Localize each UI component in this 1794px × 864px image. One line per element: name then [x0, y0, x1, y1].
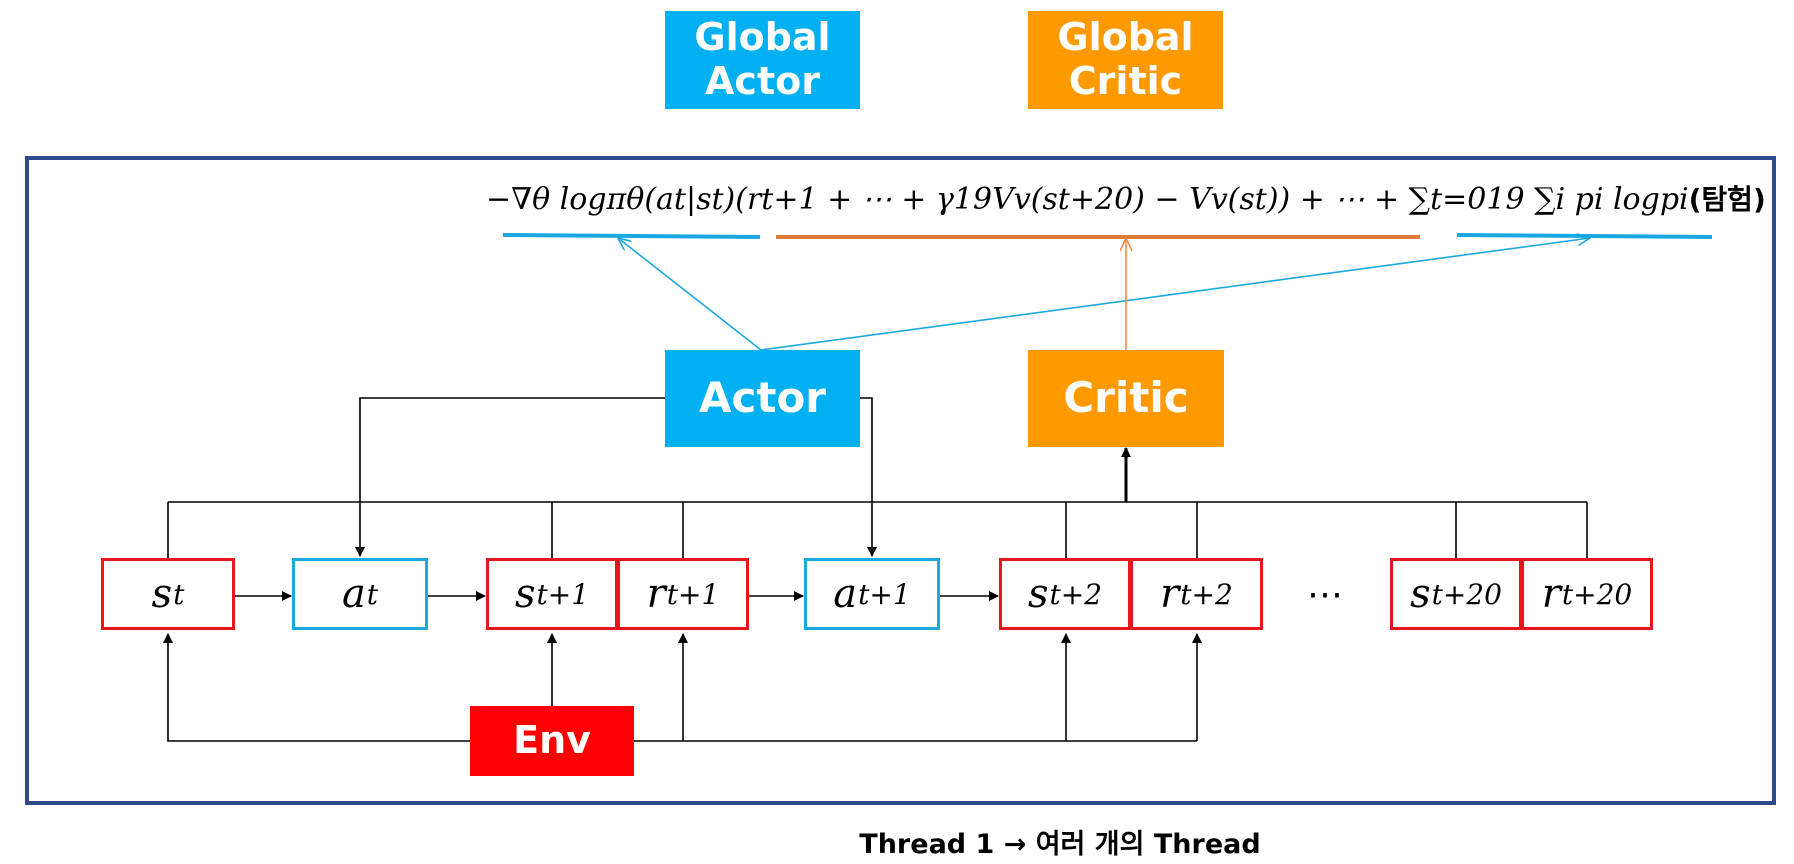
actor-to-entropy-arrow [760, 238, 1590, 351]
global-actor-label: Global Actor [694, 15, 831, 103]
formula-continuation: + ⋯ + [1290, 182, 1409, 217]
actor-loss-term: −∇θ logπθ(at|st) [486, 182, 736, 217]
env-block: Env [470, 706, 634, 776]
actor-block: Actor [665, 350, 860, 447]
global-actor-block: Global Actor [665, 11, 860, 109]
node-symbol: s [151, 571, 173, 617]
node-subscript: t+1 [858, 577, 911, 611]
env-to-st-arrow [163, 633, 470, 742]
env-label: Env [513, 718, 591, 763]
actor-to-at-arrow [355, 397, 665, 557]
thread-frame [25, 156, 1776, 805]
node-subscript: t+20 [1431, 577, 1502, 611]
node-subscript: t [173, 577, 185, 611]
node-symbol: s [514, 571, 536, 617]
node-subscript: t+20 [1561, 577, 1633, 611]
caption: Thread 1 → 여러 개의 Thread [859, 829, 1261, 860]
node-symbol: r [1541, 571, 1561, 617]
entropy-term: ∑t=019 ∑i pi logpi [1408, 182, 1689, 217]
critic-label: Critic [1063, 373, 1189, 423]
actor-to-policy-arrow [618, 238, 762, 351]
actor-to-at1-arrow [860, 397, 877, 557]
actor-label: Actor [698, 373, 827, 423]
global-critic-label: Global Critic [1057, 15, 1194, 103]
node-subscript: t+2 [1049, 577, 1103, 611]
actor-term-underline [502, 233, 761, 239]
ellipsis: ⋯ [1307, 574, 1343, 615]
node-symbol: s [1410, 571, 1431, 617]
global-critic-block: Global Critic [1028, 11, 1223, 109]
node-symbol: a [341, 571, 366, 617]
entropy-term-underline [1456, 233, 1713, 239]
entropy-label: (탐험) [1688, 183, 1766, 216]
node-symbol: r [1160, 571, 1180, 617]
node-subscript: t+2 [1180, 577, 1233, 611]
node-subscript: t+1 [666, 577, 720, 611]
node-symbol: s [1027, 571, 1049, 617]
critic-block: Critic [1028, 350, 1224, 447]
node-subscript: t+1 [536, 577, 590, 611]
node-symbol: r [646, 571, 666, 617]
node-subscript: t [366, 577, 379, 611]
loss-formula: −∇θ logπθ(at|st)(rt+1 + ⋯ + γ19Vv(st+20)… [486, 178, 1786, 222]
advantage-term: (rt+1 + ⋯ + γ19Vv(st+20) − Vv(st)) [735, 182, 1291, 217]
node-symbol: a [833, 571, 858, 617]
